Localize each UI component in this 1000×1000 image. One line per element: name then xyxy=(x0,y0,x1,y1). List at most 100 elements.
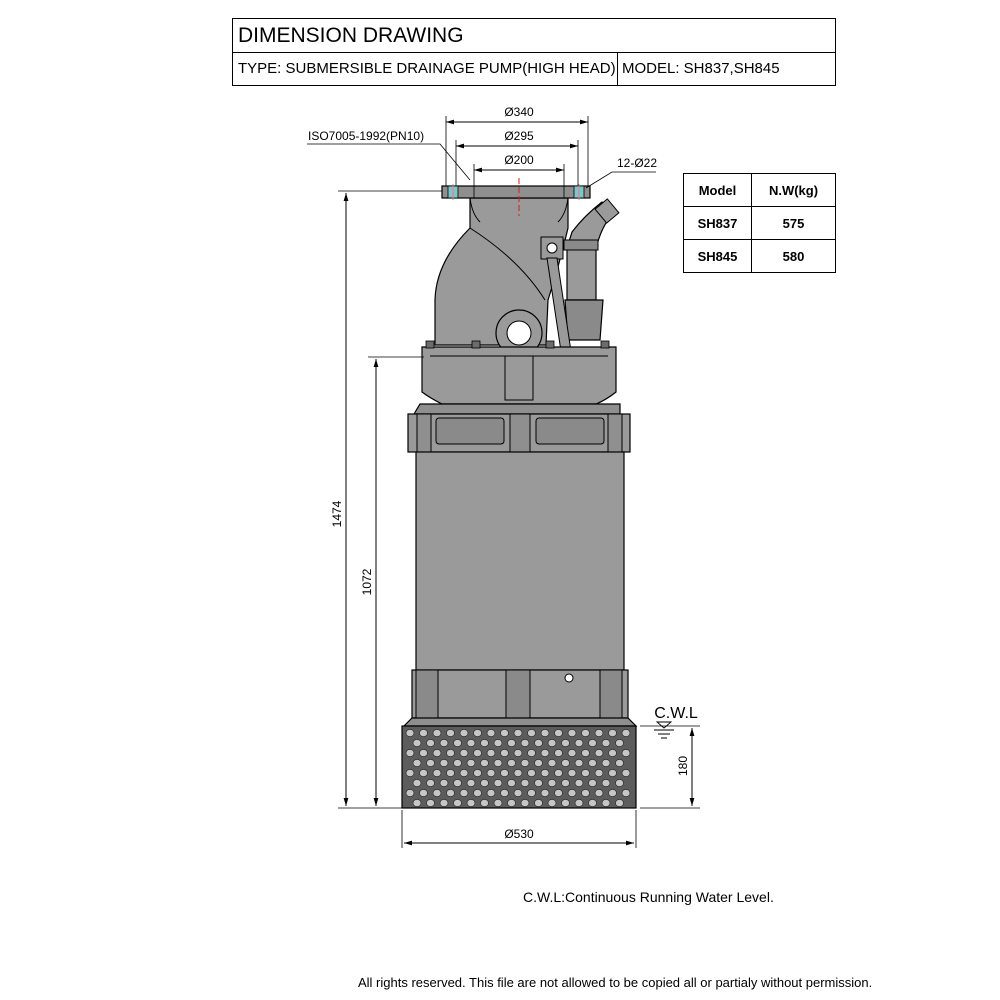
label-d200: Ø200 xyxy=(504,153,534,167)
weight-table-header: Model N.W(kg) xyxy=(683,173,836,207)
label-h1072: 1072 xyxy=(360,568,374,595)
strainer-hole xyxy=(540,749,550,757)
cover-bolt-4 xyxy=(600,340,610,349)
label-h180: 180 xyxy=(676,756,690,776)
strainer-hole xyxy=(534,799,543,807)
strainer-hole xyxy=(473,729,482,737)
strainer-hole xyxy=(594,749,604,757)
strainer-hole xyxy=(513,749,523,757)
strainer-hole xyxy=(507,799,516,807)
strainer-hole xyxy=(446,789,455,797)
strainer-hole xyxy=(527,769,536,777)
strainer-hole xyxy=(473,789,482,797)
strainer-hole xyxy=(493,779,503,787)
model-label: MODEL: SH837,SH845 xyxy=(622,60,780,77)
strainer-hole xyxy=(574,799,584,807)
holes-leader xyxy=(585,171,656,189)
strainer-hole xyxy=(520,779,530,787)
strainer-hole xyxy=(453,779,462,787)
row-weight: 580 xyxy=(751,239,836,273)
strainer-hole xyxy=(486,749,496,757)
strainer-hole xyxy=(439,799,449,807)
strainer-hole xyxy=(480,779,489,787)
drawing-title: DIMENSION DRAWING xyxy=(238,24,464,47)
strainer-hole xyxy=(439,759,449,767)
strainer-hole xyxy=(601,739,611,747)
strainer-hole xyxy=(493,759,503,767)
strainer-hole xyxy=(507,759,516,767)
outlet-flange xyxy=(441,185,591,199)
strainer-hole xyxy=(486,729,496,737)
strainer-hole xyxy=(500,749,509,757)
strainer-hole xyxy=(459,729,469,737)
header-model: Model xyxy=(683,173,752,207)
strainer-hole xyxy=(608,729,617,737)
strainer-hole xyxy=(507,779,516,787)
strainer-hole xyxy=(588,739,597,747)
flange-recess-right xyxy=(535,417,605,445)
strainer-hole xyxy=(621,749,631,757)
strainer-hole xyxy=(527,729,536,737)
header-net-weight: N.W(kg) xyxy=(751,173,836,207)
strainer-hole xyxy=(554,729,563,737)
strainer-hole xyxy=(608,769,617,777)
strainer-hole xyxy=(432,729,442,737)
strainer-hole xyxy=(567,769,577,777)
strainer-hole xyxy=(500,769,509,777)
strainer-hole xyxy=(567,749,577,757)
strainer-hole xyxy=(588,799,597,807)
cover-bolt-2 xyxy=(471,340,481,349)
strainer-hole xyxy=(432,769,442,777)
strainer-hole xyxy=(446,729,455,737)
pump-type: TYPE: SUBMERSIBLE DRAINAGE PUMP(HIGH HEA… xyxy=(238,60,616,77)
strainer-hole xyxy=(466,759,476,767)
strainer-hole xyxy=(426,739,435,747)
strainer-hole xyxy=(419,789,428,797)
strainer-hole xyxy=(588,759,597,767)
strainer-hole xyxy=(405,729,415,737)
strainer-hole xyxy=(446,769,455,777)
strainer-hole xyxy=(419,769,428,777)
water-level-triangle xyxy=(655,721,673,729)
label-bolt-holes: 12-Ø22 xyxy=(617,156,657,170)
motor-housing xyxy=(415,451,625,671)
strainer-hole xyxy=(594,729,604,737)
strainer-hole xyxy=(601,799,611,807)
eye-bolt-hole xyxy=(506,320,532,346)
strainer-hole xyxy=(534,779,543,787)
cable-gland-collar xyxy=(563,239,599,251)
strainer-hole xyxy=(601,759,611,767)
strainer-hole xyxy=(493,739,503,747)
strainer-hole xyxy=(486,769,496,777)
title-divider xyxy=(232,52,836,53)
strainer-hole xyxy=(466,799,476,807)
flange-recess-left xyxy=(435,417,505,445)
label-cwl: C.W.L xyxy=(654,705,698,722)
strainer-hole xyxy=(574,739,584,747)
strainer-hole xyxy=(459,789,469,797)
cwl-note: C.W.L:Continuous Running Water Level. xyxy=(523,889,774,905)
strainer-hole xyxy=(554,789,563,797)
strainer-hole xyxy=(534,759,543,767)
strainer-hole xyxy=(513,789,523,797)
strainer-hole xyxy=(493,799,503,807)
strainer-hole xyxy=(520,759,530,767)
strainer-hole xyxy=(466,779,476,787)
flange-rib-left xyxy=(416,413,432,453)
strainer-hole xyxy=(567,729,577,737)
lower-rib-right xyxy=(599,669,623,719)
model-divider xyxy=(617,52,618,86)
flange-rib-right xyxy=(607,413,623,453)
strainer-hole xyxy=(426,759,435,767)
label-d530: Ø530 xyxy=(504,827,534,841)
label-d340: Ø340 xyxy=(504,105,534,119)
strainer-hole xyxy=(561,779,570,787)
strainer-hole xyxy=(480,739,489,747)
strainer-hole xyxy=(480,799,489,807)
lower-rib-left xyxy=(415,669,439,719)
table-row: SH837 575 xyxy=(683,206,836,240)
strainer-hole xyxy=(594,789,604,797)
strainer-hole xyxy=(466,739,476,747)
strainer-hole xyxy=(574,779,584,787)
